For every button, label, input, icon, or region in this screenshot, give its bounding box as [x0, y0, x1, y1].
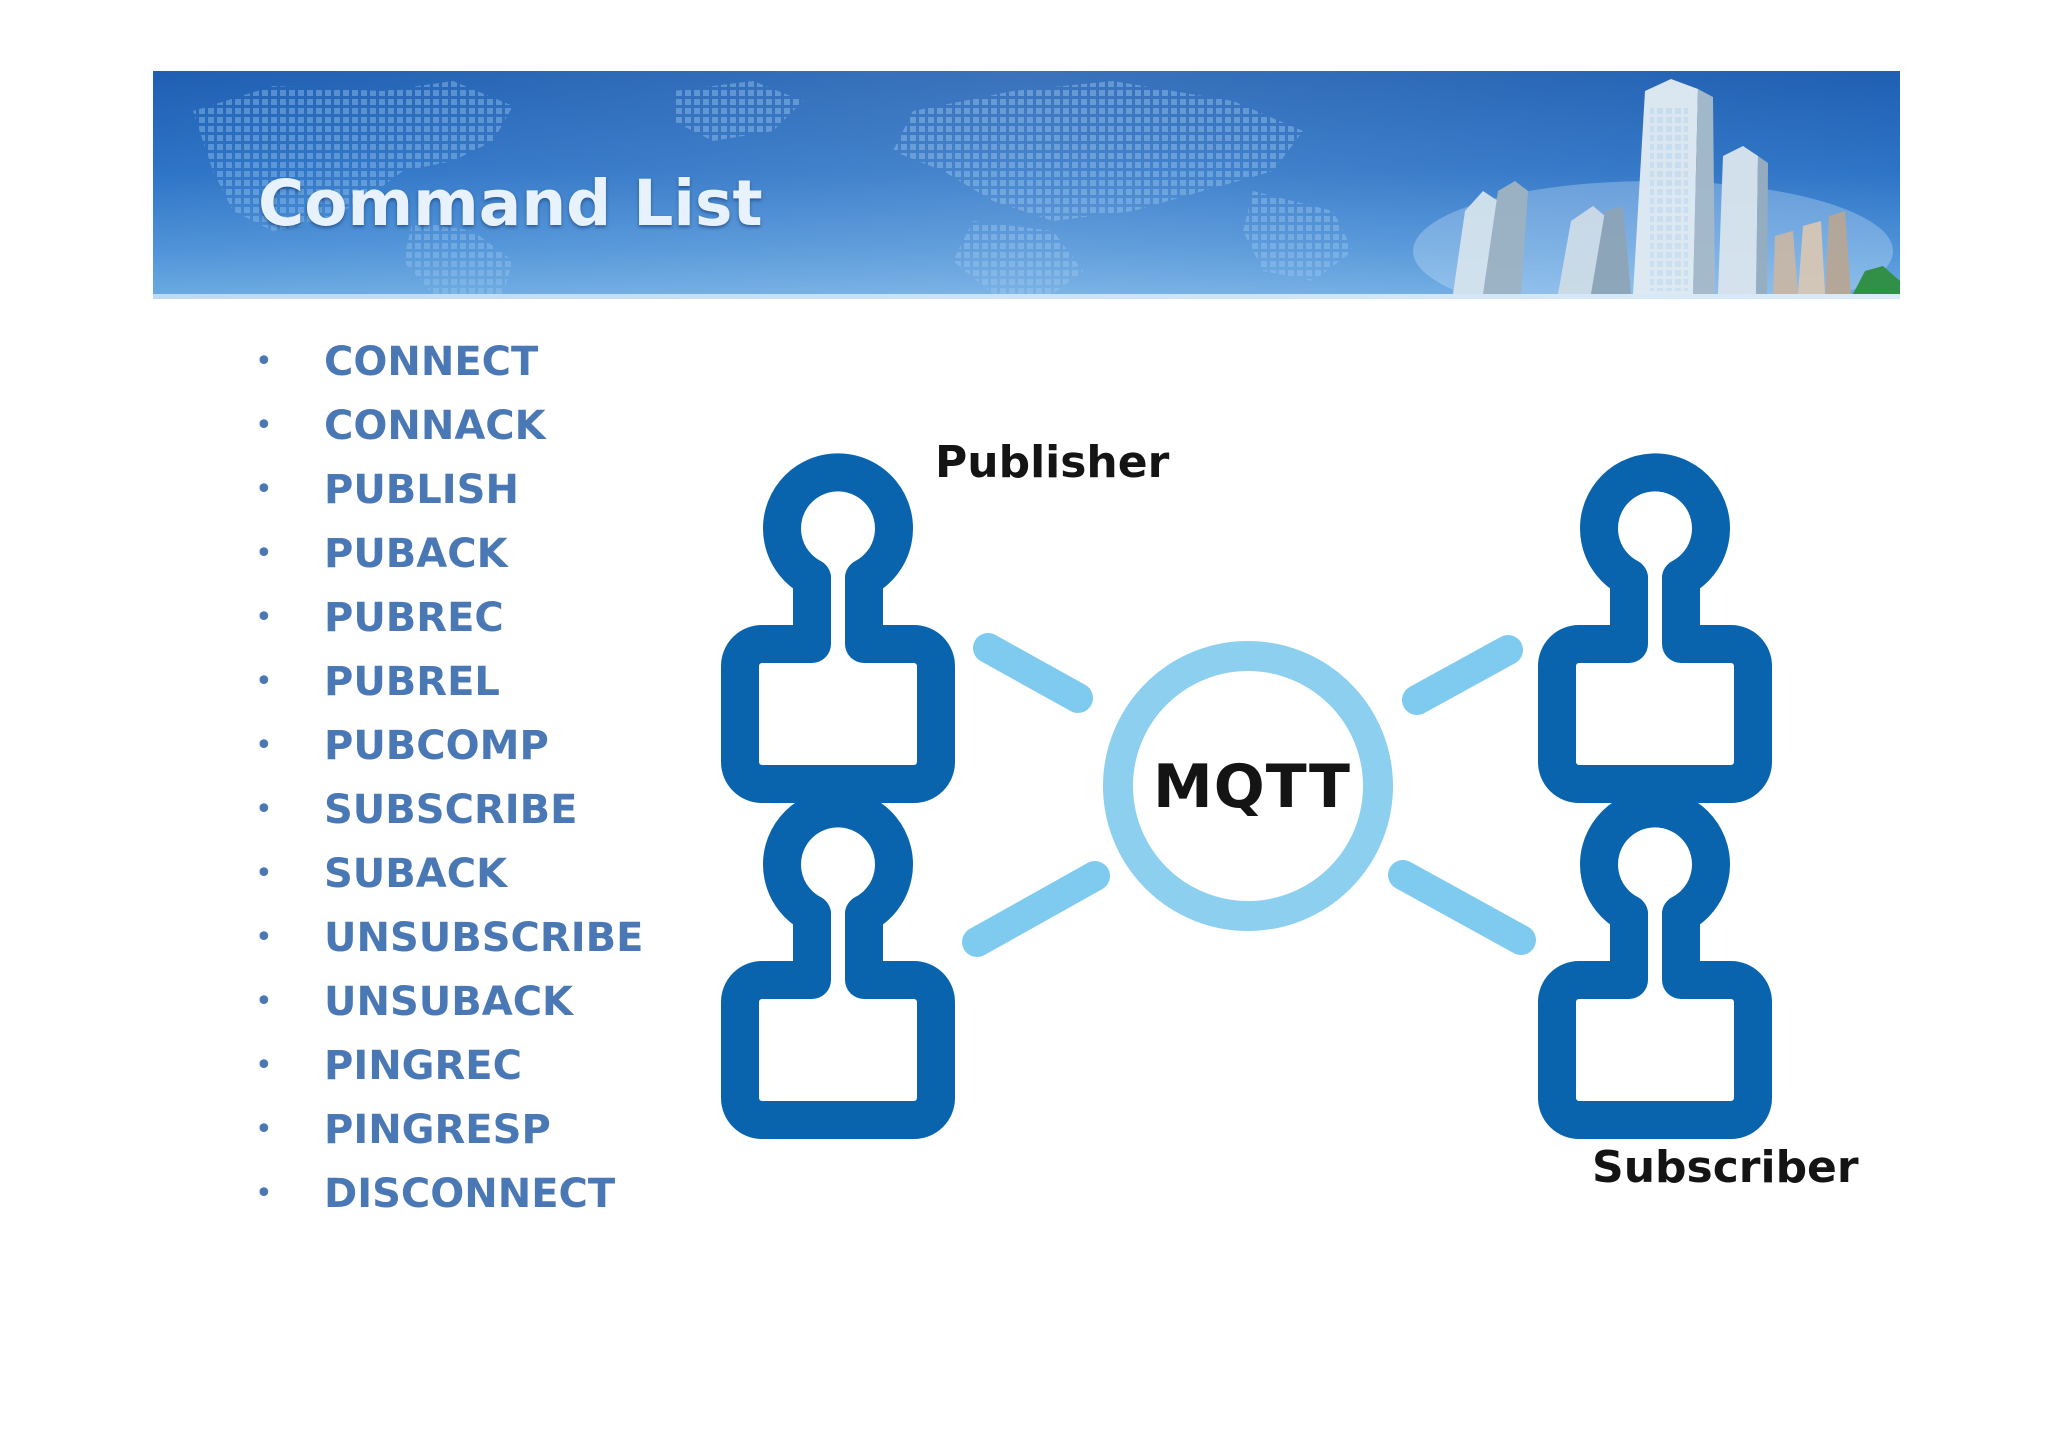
- bullet-icon: •: [255, 536, 273, 571]
- publisher-label: Publisher: [935, 437, 1170, 488]
- command-label: UNSUBACK: [324, 979, 574, 1025]
- user-icon: [1557, 472, 1753, 784]
- connector-line: [1388, 860, 1536, 955]
- command-label: PUBREC: [324, 595, 504, 641]
- bullet-icon: •: [255, 856, 273, 891]
- user-icon: [740, 808, 936, 1120]
- command-label: SUBACK: [324, 851, 508, 897]
- command-label: PUBACK: [324, 531, 508, 577]
- command-label: CONNACK: [324, 403, 546, 449]
- bullet-icon: •: [255, 728, 273, 763]
- mqtt-diagram: [700, 420, 1880, 1220]
- bullet-icon: •: [255, 792, 273, 827]
- bullet-icon: •: [255, 1048, 273, 1083]
- command-label: PUBLISH: [324, 467, 519, 513]
- bullet-icon: •: [255, 920, 273, 955]
- connector-line: [973, 633, 1093, 713]
- command-label: PUBCOMP: [324, 723, 549, 769]
- subscriber-label: Subscriber: [1592, 1142, 1859, 1193]
- bullet-icon: •: [255, 1112, 273, 1147]
- command-label: SUBSCRIBE: [324, 787, 578, 833]
- connector-line: [1402, 635, 1523, 715]
- command-label: UNSUBSCRIBE: [324, 915, 644, 961]
- bullet-icon: •: [255, 600, 273, 635]
- broker-label: MQTT: [1153, 752, 1351, 822]
- bullet-icon: •: [255, 984, 273, 1019]
- header-banner: Command List: [153, 71, 1900, 294]
- bullet-icon: •: [255, 1176, 273, 1211]
- command-label: CONNECT: [324, 339, 539, 385]
- command-label: PINGREC: [324, 1043, 522, 1089]
- broker-ring: [1103, 641, 1393, 931]
- connector-line: [962, 861, 1110, 957]
- banner-divider: [153, 294, 1900, 299]
- command-label: PINGRESP: [324, 1107, 551, 1153]
- user-icon: [1557, 808, 1753, 1120]
- skyline: [1413, 79, 1900, 294]
- slide-title: Command List: [258, 167, 763, 240]
- world-map-skyline-art: [153, 71, 1900, 294]
- command-label: DISCONNECT: [324, 1171, 616, 1217]
- bullet-icon: •: [255, 344, 273, 379]
- bullet-icon: •: [255, 408, 273, 443]
- user-icon: [740, 472, 936, 784]
- bullet-icon: •: [255, 472, 273, 507]
- command-label: PUBREL: [324, 659, 500, 705]
- bullet-icon: •: [255, 664, 273, 699]
